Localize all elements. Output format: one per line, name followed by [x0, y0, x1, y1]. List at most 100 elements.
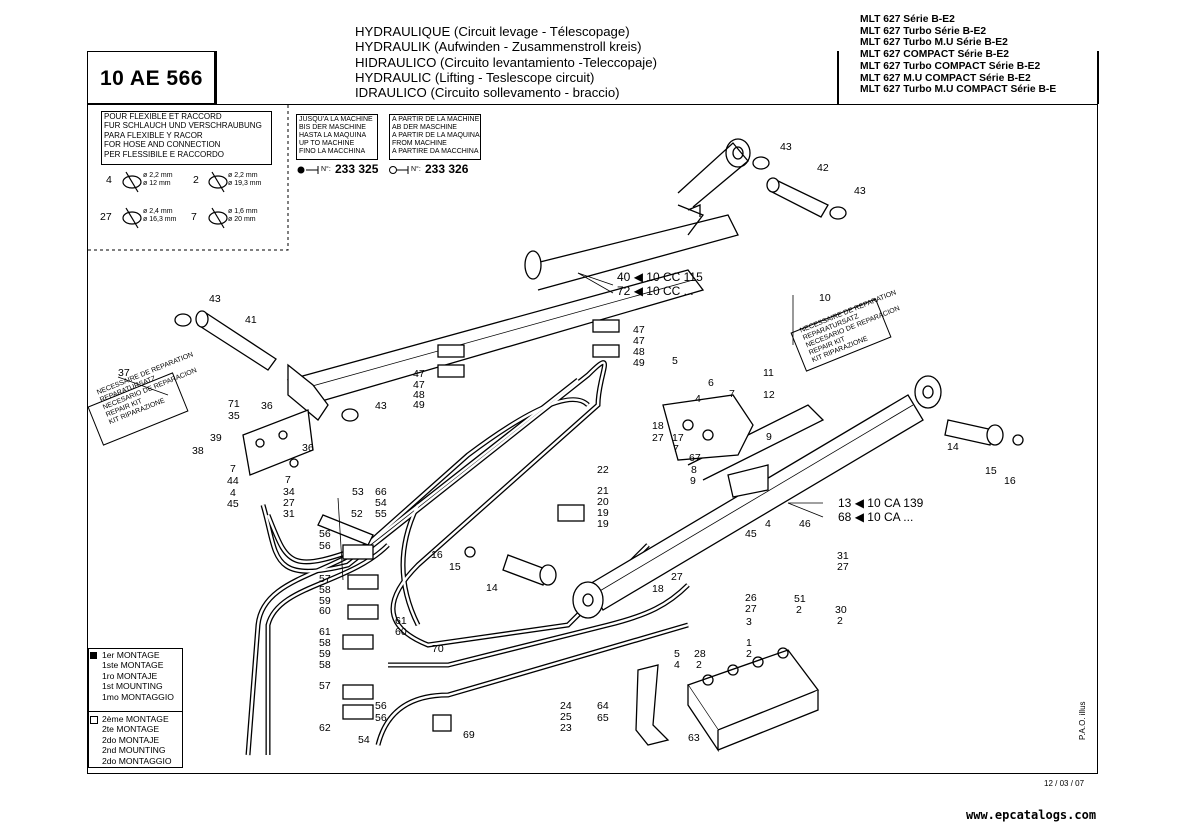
callout: 65 [597, 712, 609, 724]
legend-line: 1st MOUNTING [102, 681, 163, 692]
hose-note-text: POUR FLEXIBLE ET RACCORD FUR SCHLAUCH UN… [104, 112, 262, 159]
model-name: MLT 627 Série B-E2 [860, 14, 955, 25]
model-name: MLT 627 Turbo COMPACT Série B-E2 [860, 60, 1041, 72]
cylinder-code: 10 CA ... [867, 510, 914, 524]
title-sub: (Lifting - Teslescope circuit) [431, 69, 595, 85]
callout: 45 [745, 528, 757, 540]
legend-box [88, 648, 183, 768]
title-main: HYDRAULIK [355, 39, 431, 55]
callout: 30 [835, 604, 847, 616]
callout: 36 [261, 400, 273, 412]
callout: 2 [837, 615, 843, 627]
legend-line: 1ste MONTAGE [102, 660, 164, 671]
callout: 1 [746, 637, 752, 649]
callout: 4 [674, 659, 680, 671]
callout: 61 [319, 626, 331, 638]
model-name: MLT 627 M.U COMPACT Série B-E2 [860, 72, 1031, 84]
title-main: IDRAULICO [355, 85, 427, 101]
callout: 4 [695, 393, 701, 405]
callout: 27 [652, 432, 664, 444]
callout: 64 [597, 700, 609, 712]
title-line-es: HIDRAULICO (Circuito levantamiento -Tele… [355, 55, 657, 70]
seal-dim: ø 2,4 mm [143, 208, 173, 215]
callout: 19 [597, 507, 609, 519]
machine-from-box [389, 114, 481, 160]
callout: 43 [375, 400, 387, 412]
callout: 16 [431, 549, 443, 561]
title-main: HYDRAULIC [355, 69, 432, 85]
callout: 53 [352, 486, 364, 498]
callout: 35 [228, 410, 240, 422]
website-link[interactable]: www.epcatalogs.com [966, 808, 1097, 822]
callout: 2 [796, 604, 802, 616]
hydraulic-hoses-illustration [245, 360, 690, 756]
callout: 10 [819, 292, 831, 304]
title-line-it: IDRAULICO (Circuito sollevamento - bracc… [355, 85, 657, 100]
hollow-dot-icon [389, 166, 397, 174]
machine-until-line: UP TO MACHINE [299, 140, 355, 147]
callout: 6 [708, 377, 714, 389]
callout: 43 [209, 293, 221, 305]
distributor-block-illustration [242, 409, 314, 476]
seal-sketches [122, 171, 228, 229]
title-line-fr: HYDRAULIQUE (Circuit levage - Télescopag… [355, 24, 657, 39]
cylinder-ref: 40 ◀ 10 CC 115 [617, 270, 703, 284]
model-name: MLT 627 COMPACT Série B-E2 [860, 49, 1009, 61]
callout: 34 [283, 486, 295, 498]
callout: 56 [319, 540, 331, 552]
seal-dim: ø 16,3 mm [143, 216, 177, 223]
callout: 27 [671, 571, 683, 583]
callout: 56 [375, 712, 387, 724]
seal-dim: ø 12 mm [143, 180, 171, 187]
title-line-de: HYDRAULIK (Aufwinden - Zusammenstroll kr… [355, 39, 657, 54]
callout: 48 [633, 346, 645, 358]
callout: 27 [745, 603, 757, 615]
hose-note-line: PER FLESSIBILE E RACCORDO [104, 149, 225, 159]
callout: 56 [319, 528, 331, 540]
callout: 21 [597, 485, 609, 497]
seal-dim: ø 19,3 mm [228, 180, 262, 187]
callout: 15 [985, 465, 997, 477]
callout: 26 [745, 592, 757, 604]
callout: 20 [597, 496, 609, 508]
callout: 71 [228, 398, 240, 410]
callout: 43 [854, 185, 866, 197]
serial-from: 233 326 [425, 162, 469, 176]
cylinder-code: 10 CA 139 [867, 496, 924, 510]
callout: 45 [227, 498, 239, 510]
part-number: 40 [617, 270, 631, 284]
callout: 3 [746, 616, 752, 628]
filled-dot-icon [297, 166, 305, 174]
callout: 12 [763, 389, 775, 401]
callout: 14 [486, 582, 498, 594]
title-main: HIDRAULICO [355, 54, 437, 70]
callout: 18 [652, 583, 664, 595]
callout: 54 [375, 497, 387, 509]
seal-ref: 4 [106, 174, 112, 186]
serial-markers [297, 166, 409, 174]
legend-second-mounting: 2ème MONTAGE 2te MONTAGE 2do MONTAJE 2nd… [102, 714, 172, 766]
control-valve-illustration [686, 647, 820, 753]
callout: 47 [413, 368, 425, 380]
callout: 56 [375, 700, 387, 712]
callout: 15 [449, 561, 461, 573]
callout: 2 [696, 659, 702, 671]
machine-from-line: A PARTIR DE LA MAQUINA [392, 132, 480, 139]
pin-illustration [174, 310, 359, 422]
legend-line: 2ème MONTAGE [102, 714, 169, 724]
seal-dims: ø 1,6 mm ø 20 mm [228, 208, 258, 224]
callout: 7 [230, 463, 236, 475]
hydraulic-parts-drawing [117, 138, 1024, 756]
callout: 61 [395, 615, 407, 627]
legend-divider [88, 711, 183, 712]
legend-line: 2te MONTAGE [102, 724, 160, 735]
header-right-edge [1097, 51, 1099, 104]
machine-from-line: A PARTIR DE LA MACHINE [392, 116, 480, 123]
lift-cylinder-illustration [572, 375, 942, 619]
callout: 19 [597, 518, 609, 530]
machine-until-line: HASTA LA MAQUINA [299, 132, 367, 139]
title-sub: (Circuit levage - Télescopage) [450, 24, 630, 39]
callout: 41 [245, 314, 257, 326]
machine-from-line: A PARTIRE DA MACCHINA [392, 148, 479, 155]
seal-ref: 7 [191, 211, 197, 223]
